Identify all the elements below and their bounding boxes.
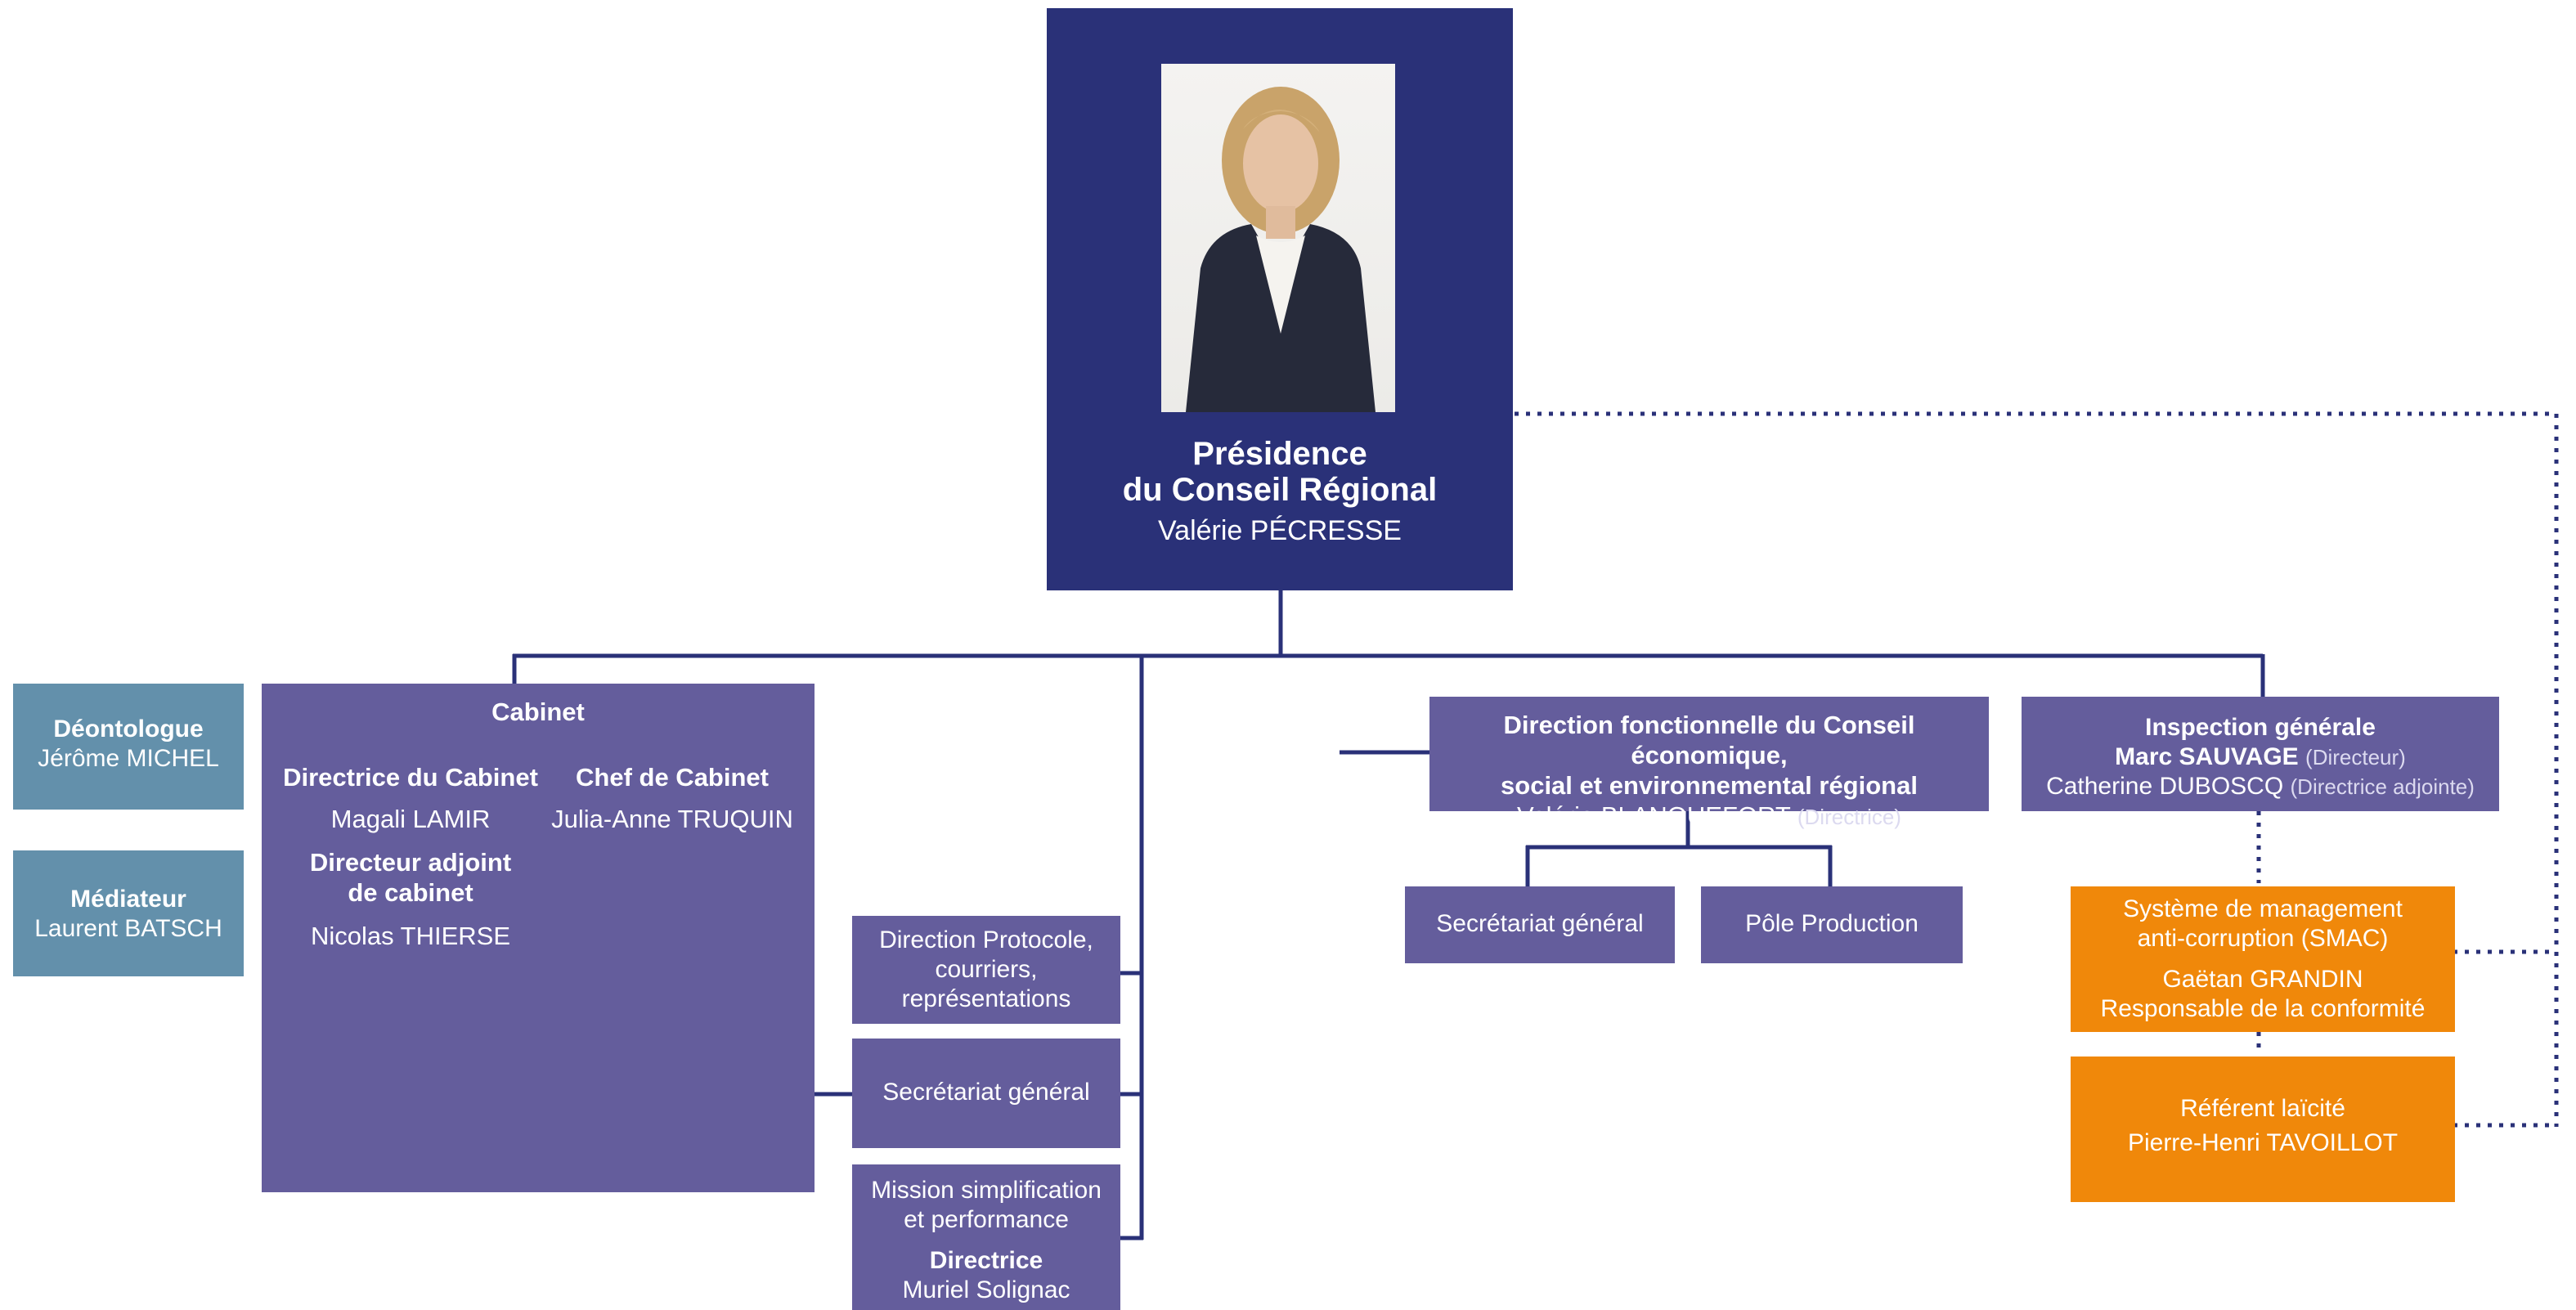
cese-secretariat-label: Secrétariat général [1436,910,1644,937]
protocole-line3: représentations [901,985,1071,1012]
directeur-adjoint-title-line2: de cabinet [348,878,473,907]
inspection-box: Inspection générale Marc SAUVAGE (Direct… [2022,697,2499,811]
mission-box: Mission simplification et performance Di… [852,1164,1120,1310]
cabinet-title: Cabinet [491,698,585,726]
directeur-adjoint-name: Nicolas THIERSE [310,922,511,950]
presidence-box: Présidence du Conseil Régional Valérie P… [1047,8,1513,590]
laicite-name: Pierre-Henri TAVOILLOT [2127,1129,2399,1156]
president-portrait [1161,64,1395,412]
presidence-name: Valérie PÉCRESSE [1158,515,1402,546]
chef-cabinet-name: Julia-Anne TRUQUIN [551,805,793,833]
mission-line1: Mission simplification [871,1177,1102,1204]
chef-cabinet-title: Chef de Cabinet [576,763,769,792]
smac-name: Gaëtan GRANDIN [2162,966,2363,993]
deontologue-box: Déontologue Jérôme MICHEL [13,684,244,810]
mediateur-box: Médiateur Laurent BATSCH [13,850,244,976]
inspection-director-name: Marc SAUVAGE [2115,743,2299,770]
protocole-line1: Direction Protocole, [879,926,1093,953]
smac-role: Responsable de la conformité [2100,995,2426,1022]
cese-name: Valérie BLANQUEFORT [1517,801,1791,830]
smac-line2: anti-corruption (SMAC) [2137,925,2389,952]
inspection-director: Marc SAUVAGE (Directeur) [2022,742,2499,772]
cese-role: (Directrice) [1797,805,1901,829]
cabinet-box: Cabinet Directrice du Cabinet Magali LAM… [262,684,815,1192]
cabinet-secretariat-box: Secrétariat général [852,1039,1120,1148]
mission-name: Muriel Solignac [902,1276,1070,1303]
cese-title-line2: social et environnemental régional [1501,771,1918,800]
inspection-title: Inspection générale [2145,714,2376,741]
mediateur-name: Laurent BATSCH [34,915,222,942]
pole-production-label: Pôle Production [1745,910,1919,937]
presidence-title-line1: Présidence [1192,436,1367,472]
protocole-line2: courriers, [935,956,1038,983]
mediateur-title: Médiateur [70,886,186,913]
mission-line2: et performance [904,1206,1069,1233]
cese-director: Valérie BLANQUEFORT (Directrice) [1429,801,1989,832]
cese-secretariat-box: Secrétariat général [1405,886,1675,963]
laicite-box: Référent laïcité Pierre-Henri TAVOILLOT [2071,1057,2455,1202]
smac-line1: Système de management [2123,895,2403,922]
smac-box: Système de management anti-corruption (S… [2071,886,2455,1032]
laicite-title: Référent laïcité [2180,1095,2345,1122]
directrice-cabinet-name: Magali LAMIR [330,805,491,833]
pole-production-box: Pôle Production [1701,886,1963,963]
mission-role: Directrice [929,1247,1043,1274]
presidence-title-line2: du Conseil Régional [1122,472,1438,508]
inspection-deputy-role: (Directrice adjointe) [2290,774,2475,799]
inspection-deputy-name: Catherine DUBOSCQ [2046,773,2284,800]
inspection-director-role: (Directeur) [2305,745,2406,769]
cabinet-right-column: Chef de Cabinet Julia-Anne TRUQUIN [541,762,803,834]
cese-title-line1: Direction fonctionnelle du Conseil écono… [1503,711,1915,769]
portrait-illustration [1186,87,1376,412]
cabinet-left-column: Directrice du Cabinet Magali LAMIR Direc… [275,762,546,951]
protocole-box: Direction Protocole, courriers, représen… [852,916,1120,1024]
deontologue-title: Déontologue [53,716,204,742]
deontologue-name: Jérôme MICHEL [38,745,219,772]
inspection-deputy: Catherine DUBOSCQ (Directrice adjointe) [2022,772,2499,801]
cese-box: Direction fonctionnelle du Conseil écono… [1429,697,1989,830]
directeur-adjoint-title-line1: Directeur adjoint [309,848,512,877]
directrice-cabinet-title: Directrice du Cabinet [283,763,538,792]
cabinet-secretariat-label: Secrétariat général [882,1079,1090,1106]
